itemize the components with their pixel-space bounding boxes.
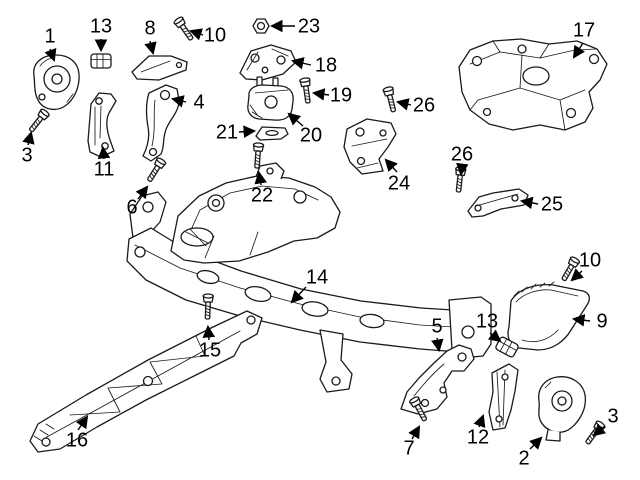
part-26-bolt-mid <box>452 165 467 194</box>
callout-22: 22 <box>250 184 274 207</box>
callout-17: 17 <box>572 19 596 42</box>
part-20-transmission-mount <box>247 76 294 121</box>
callout-18: 18 <box>314 54 338 77</box>
part-16-lower-brace <box>29 310 263 453</box>
part-6-bolt <box>144 156 168 185</box>
part-1-engine-mount <box>33 54 80 111</box>
callout-arrows <box>22 19 607 450</box>
callout-4: 4 <box>193 91 205 114</box>
part-26-bolt-upper <box>382 85 400 114</box>
callout-3-upper: 3 <box>21 144 33 167</box>
callout-23: 23 <box>297 15 321 38</box>
part-10-bolt-right <box>558 255 581 284</box>
callout-26-mid: 26 <box>450 143 474 166</box>
callout-26-upper: 26 <box>412 94 436 117</box>
part-2-engine-mount <box>538 376 587 442</box>
part-9-heat-shield <box>507 281 590 351</box>
callout-13-lower: 13 <box>475 310 499 333</box>
part-3-bolt-lower <box>582 419 607 447</box>
part-12-bracket <box>488 363 519 431</box>
part-25-bracket <box>467 188 529 218</box>
part-5-bracket <box>400 344 475 415</box>
callout-10-right: 10 <box>578 249 602 272</box>
callout-1: 1 <box>44 25 56 48</box>
part-14-subframe <box>126 162 492 393</box>
callout-25: 25 <box>540 193 564 216</box>
callout-20: 20 <box>299 124 323 147</box>
callout-3-lower: 3 <box>607 405 619 428</box>
part-8-bracket-plate <box>131 55 188 81</box>
callout-10-upper: 10 <box>203 24 227 47</box>
callout-11: 11 <box>93 158 115 181</box>
part-17-support-bracket <box>458 38 608 131</box>
part-10-bolt-upper <box>172 15 197 43</box>
callout-16: 16 <box>65 429 89 452</box>
part-22-bolt <box>251 142 265 169</box>
callout-7: 7 <box>403 437 415 460</box>
part-21-spacer-plate <box>255 126 289 141</box>
callout-21: 21 <box>215 121 239 144</box>
part-3-bolt-upper <box>26 107 51 135</box>
callout-6: 6 <box>126 196 138 219</box>
callout-2: 2 <box>518 447 530 470</box>
callout-8: 8 <box>144 17 156 40</box>
part-4-bracket <box>142 84 180 162</box>
callout-9: 9 <box>596 310 608 333</box>
callout-13-upper: 13 <box>89 15 113 38</box>
part-18-bracket <box>239 44 297 81</box>
part-11-bracket <box>87 92 117 158</box>
part-23-hex-nut <box>252 18 270 34</box>
part-13-buffer-upper <box>90 53 112 69</box>
callout-24: 24 <box>387 172 411 195</box>
part-24-mounting-plate <box>343 118 397 175</box>
callout-14: 14 <box>305 266 329 289</box>
callout-15: 15 <box>198 339 222 362</box>
callout-19: 19 <box>329 84 353 107</box>
callout-5: 5 <box>431 315 443 338</box>
part-19-bolt <box>299 76 314 105</box>
callout-12: 12 <box>466 426 490 449</box>
